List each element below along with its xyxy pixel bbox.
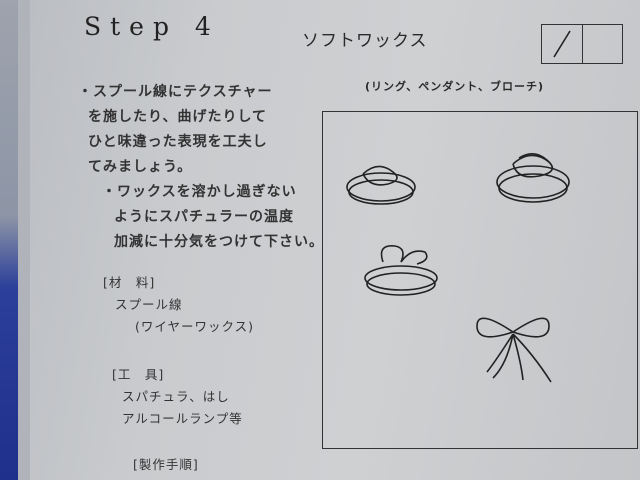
instruction-line: てみましょう。	[88, 159, 193, 175]
tool-item: スパチュラ、はし	[122, 389, 230, 404]
tools-section: [工 具] スパチュラ、はし アルコールランプ等	[112, 364, 243, 430]
material-item: (ワイヤーワックス)	[135, 319, 255, 334]
materials-heading: [材 料]	[103, 275, 156, 290]
ring-illustration-1	[346, 165, 416, 205]
bow-illustration	[476, 317, 552, 383]
instruction-line: を施したり、曲げたりして	[88, 109, 268, 125]
instruction-line: ・スプール線にテクスチャー	[78, 84, 273, 100]
board-frame	[18, 0, 30, 480]
instruction-line: ・ワックスを溶かし過ぎない	[102, 184, 297, 200]
applications-note: (リング、ペンダント、ブローチ)	[365, 80, 545, 93]
instruction-line: ひと味違った表現を工夫し	[88, 134, 268, 150]
check-cell-empty	[583, 25, 623, 63]
illustration-frame	[322, 111, 638, 449]
procedure-heading: [製作手順]	[133, 457, 199, 472]
tool-item: アルコールランプ等	[122, 411, 243, 426]
check-box	[541, 24, 623, 64]
step-title: Step 4	[84, 12, 220, 41]
instruction-line: 加減に十分気をつけて下さい。	[114, 234, 324, 250]
ring-illustrations	[346, 153, 570, 383]
ring-illustration-2	[496, 153, 570, 203]
ring-illustration-3	[364, 245, 438, 296]
material-item: スプール線	[115, 297, 183, 312]
instruction-line: ようにスパチュラーの温度	[114, 209, 294, 225]
tools-heading: [工 具]	[112, 367, 165, 382]
page-title: ソフトワックス	[302, 31, 428, 51]
instructions: ・スプール線にテクスチャー を施したり、曲げたりして ひと味違った表現を工夫し …	[78, 80, 324, 255]
check-cell-marked	[542, 25, 583, 63]
materials-section: [材 料] スプール線 (ワイヤーワックス)	[103, 272, 254, 338]
board-edge	[0, 0, 18, 480]
